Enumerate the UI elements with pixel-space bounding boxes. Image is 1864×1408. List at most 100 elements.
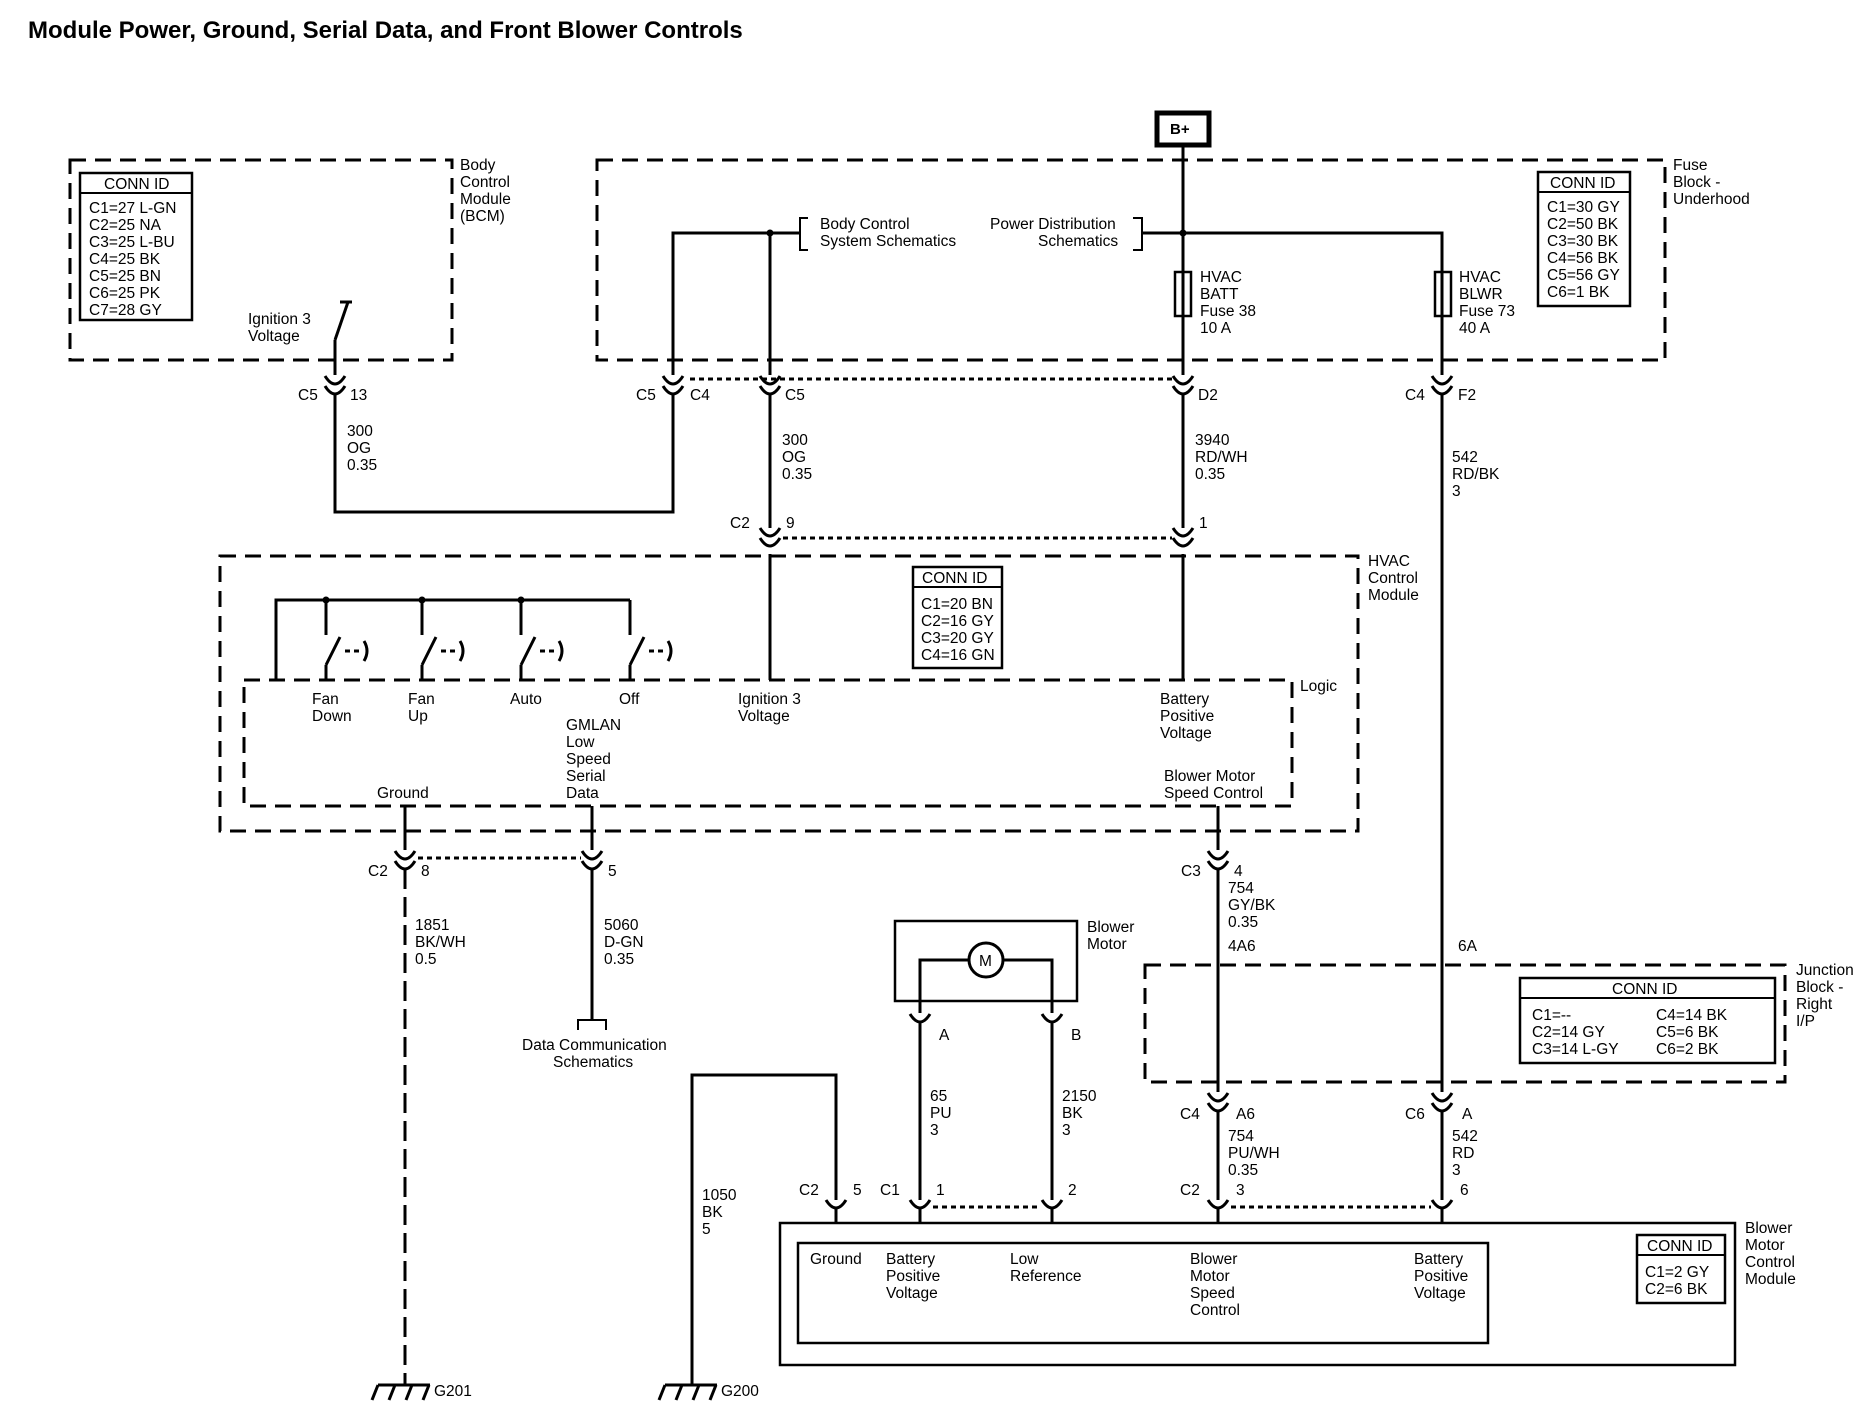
hvac-logic-label: Logic	[1300, 678, 1337, 695]
svg-text:65: 65	[930, 1088, 947, 1105]
svg-text:C3=30 BK: C3=30 BK	[1547, 233, 1619, 250]
svg-text:40 A: 40 A	[1459, 320, 1491, 337]
connector-bmcm-6: 6	[1430, 1182, 1469, 1210]
svg-text:C1=27 L-GN: C1=27 L-GN	[89, 200, 176, 217]
fuse-73: HVAC BLWR Fuse 73 40 A	[1433, 269, 1515, 337]
svg-text:C6=2 BK: C6=2 BK	[1656, 1041, 1719, 1058]
svg-text:C2=16 GY: C2=16 GY	[921, 613, 994, 630]
svg-text:CONN ID: CONN ID	[1612, 981, 1677, 998]
svg-text:C4: C4	[1180, 1106, 1200, 1123]
svg-text:0.35: 0.35	[1228, 1162, 1258, 1179]
svg-text:13: 13	[350, 387, 367, 404]
svg-text:Battery: Battery	[886, 1251, 935, 1268]
connector-bcm-c5: C5 13	[298, 375, 367, 404]
svg-text:Control: Control	[1368, 570, 1418, 587]
bmcm-label-battery-1: Battery Positive Voltage	[886, 1251, 940, 1302]
svg-text:B: B	[1071, 1027, 1081, 1044]
label-ignition-3: Ignition 3 Voltage	[738, 691, 801, 725]
svg-text:Fuse: Fuse	[1673, 157, 1707, 174]
svg-text:C3: C3	[1181, 863, 1201, 880]
wire-65: 65 PU 3	[918, 1022, 952, 1200]
svg-text:6: 6	[1460, 1182, 1469, 1199]
svg-text:Up: Up	[408, 708, 428, 725]
fuse-block-name: Fuse Block - Underhood	[1673, 157, 1750, 208]
svg-text:Body: Body	[460, 157, 496, 174]
svg-text:Right: Right	[1796, 996, 1833, 1013]
svg-text:CONN ID: CONN ID	[1550, 175, 1615, 192]
svg-text:OG: OG	[782, 449, 806, 466]
svg-text:C4=16 GN: C4=16 GN	[921, 647, 995, 664]
svg-text:0.5: 0.5	[415, 951, 437, 968]
label-fan-down: Fan Down	[312, 691, 352, 725]
svg-text:GMLAN: GMLAN	[566, 717, 621, 734]
svg-text:Power Distribution: Power Distribution	[990, 216, 1116, 233]
wire-754-gybk: 754 GY/BK 0.35 4A6	[1216, 869, 1276, 1082]
svg-text:C1=--: C1=--	[1532, 1007, 1571, 1024]
svg-text:Control: Control	[460, 174, 510, 191]
wire-300-hvac: 300 OG 0.35	[768, 394, 812, 528]
bcm-name: Body Control Module (BCM)	[460, 157, 511, 225]
svg-text:M: M	[979, 953, 992, 970]
svg-text:C4=56 BK: C4=56 BK	[1547, 250, 1619, 267]
svg-text:0.35: 0.35	[347, 457, 377, 474]
hvac-switch-bank	[274, 596, 673, 680]
svg-text:C1: C1	[880, 1182, 900, 1199]
svg-text:BK: BK	[702, 1204, 723, 1221]
svg-text:Ignition 3: Ignition 3	[248, 311, 311, 328]
svg-text:3: 3	[1062, 1122, 1071, 1139]
svg-text:RD/WH: RD/WH	[1195, 449, 1248, 466]
bcm-conn-id-table: CONN ID C1=27 L-GN C2=25 NA C3=25 L-BU C…	[78, 171, 194, 322]
svg-text:Blower: Blower	[1190, 1251, 1237, 1268]
svg-text:9: 9	[786, 515, 795, 532]
svg-text:Motor: Motor	[1190, 1268, 1230, 1285]
connector-hvac-5: 5	[580, 850, 617, 880]
svg-text:5060: 5060	[604, 917, 639, 934]
svg-text:Voltage: Voltage	[886, 1285, 938, 1302]
svg-text:PU: PU	[930, 1105, 952, 1122]
svg-text:Down: Down	[312, 708, 352, 725]
svg-text:C6=1 BK: C6=1 BK	[1547, 284, 1610, 301]
svg-text:1050: 1050	[702, 1187, 737, 1204]
hvac-control-module: HVAC Control Module CONN ID C1=20 BN C2=…	[218, 553, 1419, 850]
svg-text:Speed: Speed	[566, 751, 611, 768]
svg-text:C2: C2	[1180, 1182, 1200, 1199]
svg-text:Module: Module	[1745, 1271, 1796, 1288]
svg-text:Underhood: Underhood	[1673, 191, 1750, 208]
svg-text:BK: BK	[1062, 1105, 1083, 1122]
bmcm-name: Blower Motor Control Module	[1745, 1220, 1796, 1288]
svg-text:3: 3	[930, 1122, 939, 1139]
svg-text:5: 5	[608, 863, 617, 880]
svg-text:542: 542	[1452, 449, 1478, 466]
svg-text:0.35: 0.35	[604, 951, 634, 968]
wire-542-rd: 542 RD 3	[1440, 1112, 1478, 1200]
fuse-block-underhood: Fuse Block - Underhood CONN ID C1=30 GY …	[595, 157, 1750, 362]
svg-text:5: 5	[853, 1182, 862, 1199]
svg-text:754: 754	[1228, 1128, 1254, 1145]
svg-text:C5: C5	[636, 387, 656, 404]
svg-text:CONN ID: CONN ID	[922, 570, 987, 587]
svg-text:C1=2 GY: C1=2 GY	[1645, 1264, 1709, 1281]
svg-text:C2: C2	[799, 1182, 819, 1199]
svg-text:C4=25 BK: C4=25 BK	[89, 251, 161, 268]
junction-block-right-ip: Junction Block - Right I/P CONN ID C1=--…	[1143, 962, 1854, 1084]
svg-text:CONN ID: CONN ID	[104, 176, 169, 193]
svg-text:Positive: Positive	[1414, 1268, 1468, 1285]
svg-text:F2: F2	[1458, 387, 1476, 404]
svg-text:1851: 1851	[415, 917, 449, 934]
wire-1851: 1851 BK/WH 0.5	[403, 869, 466, 1385]
svg-text:BLWR: BLWR	[1459, 286, 1503, 303]
connector-fb-c5: C5	[758, 375, 805, 404]
label-blower-speed-control: Blower Motor Speed Control	[1164, 768, 1263, 802]
svg-text:HVAC: HVAC	[1368, 553, 1410, 570]
svg-text:4A6: 4A6	[1228, 938, 1256, 955]
svg-text:Low: Low	[566, 734, 595, 751]
svg-text:Body Control: Body Control	[820, 216, 910, 233]
junction-6a-label: 6A	[1458, 938, 1478, 955]
svg-text:Control: Control	[1190, 1302, 1240, 1319]
svg-text:C5=25 BN: C5=25 BN	[89, 268, 161, 285]
svg-text:Fuse 38: Fuse 38	[1200, 303, 1256, 320]
wire-754-puwh: 754 PU/WH 0.35	[1216, 1112, 1280, 1200]
svg-text:Battery: Battery	[1160, 691, 1209, 708]
svg-text:Voltage: Voltage	[1414, 1285, 1466, 1302]
